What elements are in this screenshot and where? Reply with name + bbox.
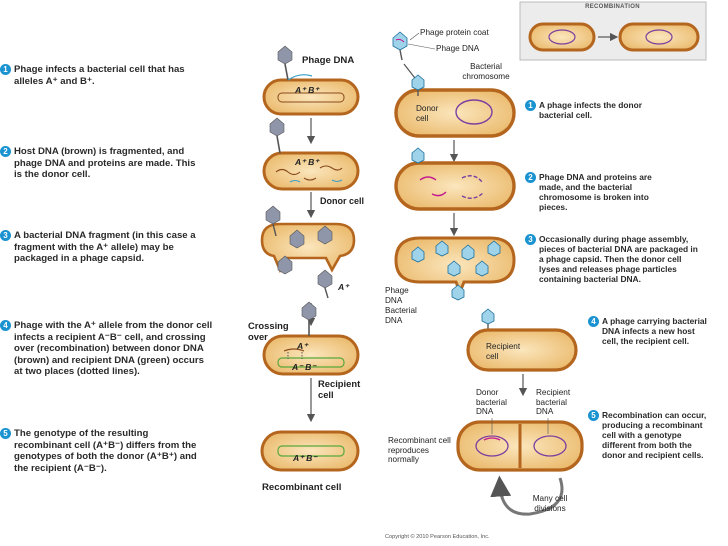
genotype-cell-1: A⁺ B⁺ — [295, 85, 319, 95]
phage-icon-1 — [277, 45, 313, 81]
inset-cell-2 — [618, 22, 700, 52]
right-step-1-text: A phage infects the donor bacterial cell… — [539, 100, 642, 120]
phage-cluster-middle — [265, 205, 333, 299]
right-cell-2 — [394, 161, 516, 211]
phage-icon-right-1 — [411, 74, 425, 96]
left-step-3: 3 A bacterial DNA fragment (in this case… — [0, 230, 205, 265]
inset-chromosome-1 — [548, 29, 576, 45]
label-recombinant-reproduces: Recombinant cell reproduces normally — [388, 436, 451, 465]
left-step-4: 4 Phage with the A⁺ allele from the dono… — [0, 320, 215, 378]
step-number-badge: 3 — [0, 230, 11, 241]
phage-cluster-right — [411, 240, 501, 301]
right-cell-1 — [394, 88, 516, 138]
step-number-badge: 5 — [588, 410, 599, 421]
genotype-cell-5: A⁺ B⁻ — [293, 453, 317, 463]
middle-cell-4-donor-dna — [283, 348, 305, 352]
genotype-cell-4-recipient: A⁻ B⁻ — [292, 362, 316, 372]
donor-dna-insert — [483, 437, 501, 441]
right-step-5: 5 Recombination can occur, producing a r… — [588, 410, 714, 460]
label-many-divisions: Many cell divisions — [532, 494, 568, 513]
left-step-1-text: Phage infects a bacterial cell that has … — [14, 64, 185, 87]
middle-cell-5 — [260, 430, 360, 472]
middle-cell-3-lysing — [260, 222, 356, 274]
middle-cell-4 — [262, 334, 360, 376]
right-step-1: 1 A phage infects the donor bacterial ce… — [525, 100, 645, 120]
right-cell-2-fragments — [419, 175, 485, 199]
right-step-4: 4 A phage carrying bacterial DNA infects… — [588, 316, 708, 346]
right-step-3: 3 Occasionally during phage assembly, pi… — [525, 234, 703, 284]
middle-cell-2 — [262, 151, 360, 191]
step-number-badge: 3 — [525, 234, 536, 245]
phage-icon-right-4 — [481, 308, 495, 332]
step-number-badge: 1 — [525, 100, 536, 111]
recombination-title: RECOMBINATION — [585, 4, 640, 10]
label-bacterial-chromosome: Bacterial chromosome — [462, 62, 510, 81]
label-recipient-cell: Recipient cell — [318, 378, 361, 400]
left-step-2: 2 Host DNA (brown) is fragmented, and ph… — [0, 146, 205, 181]
right-step-5-text: Recombination can occur, producing a rec… — [602, 410, 707, 460]
inset-cell-1 — [528, 22, 596, 52]
leader-protein-coat — [409, 32, 420, 41]
step-number-badge: 2 — [0, 146, 11, 157]
label-phage-protein-coat: Phage protein coat — [420, 28, 489, 37]
right-step-3-text: Occasionally during phage assembly, piec… — [539, 234, 698, 284]
left-step-3-text: A bacterial DNA fragment (in this case a… — [14, 230, 196, 265]
middle-cell-5-dna — [277, 445, 345, 457]
right-step-2-text: Phage DNA and proteins are made, and the… — [539, 172, 652, 212]
step-number-badge: 5 — [0, 428, 11, 439]
left-step-2-text: Host DNA (brown) is fragmented, and phag… — [14, 146, 196, 181]
phage-icon-2 — [269, 117, 285, 154]
label-a-plus: A⁺ — [338, 282, 349, 292]
label-bacterial-dna-released: Bacterial DNA — [385, 306, 417, 325]
copyright-notice: Copyright © 2010 Pearson Education, Inc. — [385, 534, 490, 540]
right-cell-1-chromosome — [455, 99, 493, 125]
label-recipient-bacterial-dna: Recipient bacterial DNA — [536, 388, 571, 417]
right-cell-5-chromosome-left — [475, 435, 509, 457]
inset-chromosome-2 — [645, 29, 673, 45]
middle-cell-1 — [262, 78, 360, 116]
genotype-cell-2: A⁺ B⁺ — [295, 157, 319, 167]
label-donor-cell: Donor cell — [320, 196, 365, 206]
right-step-4-text: A phage carrying bacterial DNA infects a… — [602, 316, 707, 346]
right-step-2: 2 Phage DNA and proteins are made, and t… — [525, 172, 675, 212]
label-phage-dna-released: Phage DNA — [385, 286, 409, 305]
step-number-badge: 1 — [0, 64, 11, 75]
phage-icon-right-top — [392, 31, 408, 61]
middle-cell-4-recipient-dna — [277, 357, 345, 368]
label-recipient-cell-right: Recipient cell — [486, 342, 521, 361]
step-number-badge: 2 — [525, 172, 536, 183]
leader-phage-dna — [407, 43, 436, 50]
label-donor-bacterial-dna: Donor bacterial DNA — [476, 388, 507, 417]
label-phage-dna-right: Phage DNA — [436, 44, 480, 53]
phage-icon-4 — [301, 301, 317, 336]
middle-cell-2-fragments — [275, 165, 343, 183]
genotype-cell-4-donor: A⁺ — [297, 341, 308, 351]
right-cell-5-chromosome-right — [533, 435, 567, 457]
cell-division-cycle-arrow — [490, 475, 564, 516]
right-cell-4 — [466, 328, 578, 372]
step-number-badge: 4 — [0, 320, 11, 331]
middle-cell-1-dna — [277, 92, 345, 103]
label-recombinant-cell: Recombinant cell — [262, 482, 342, 493]
step-number-badge: 4 — [588, 316, 599, 327]
label-donor-cell-right: Donor cell — [416, 104, 439, 123]
left-step-5-text: The genotype of the resulting recombinan… — [14, 428, 197, 474]
left-step-5: 5 The genotype of the resulting recombin… — [0, 428, 205, 474]
label-crossing-over: Crossing over — [248, 320, 289, 342]
left-step-1: 1 Phage infects a bacterial cell that ha… — [0, 64, 205, 87]
left-step-4-text: Phage with the A⁺ allele from the donor … — [14, 320, 213, 378]
label-phage-dna: Phage DNA — [302, 55, 355, 66]
phage-icon-right-2 — [411, 147, 425, 164]
